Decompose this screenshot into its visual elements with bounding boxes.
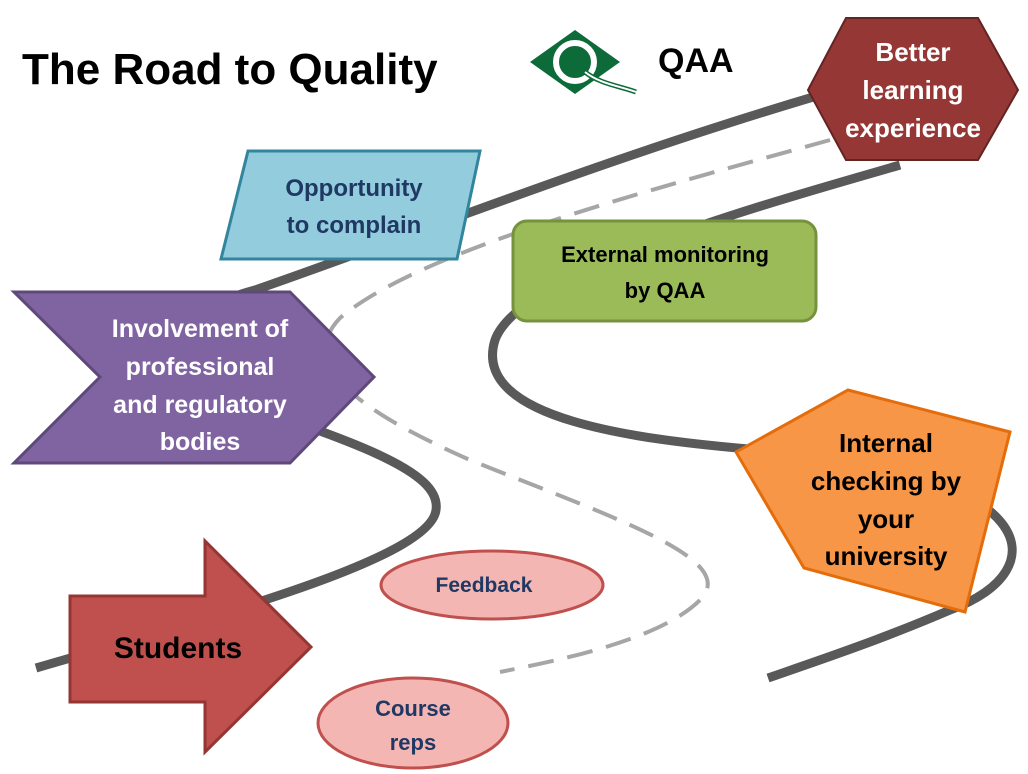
road-center-dashed-line — [323, 138, 831, 674]
better-learning-line-3: experience — [845, 113, 981, 143]
involvement-line-4: bodies — [160, 428, 241, 456]
feedback-label: Feedback — [436, 574, 533, 597]
better-learning-hexagon: Better learning experience — [806, 17, 1020, 161]
internal-checking-pentagon: Internal checking by your university — [733, 388, 1012, 614]
involvement-line-1: Involvement of — [112, 315, 289, 343]
opportunity-parallelogram: Opportunity to complain — [219, 149, 482, 261]
students-arrow: Students — [68, 537, 314, 756]
course-reps-oval: Course reps — [316, 676, 510, 770]
involvement-line-2: professional — [126, 353, 275, 381]
internal-line-3: your — [858, 504, 914, 534]
better-learning-line-1: Better — [875, 37, 950, 67]
internal-line-1: Internal — [839, 428, 933, 458]
external-monitoring-box: External monitoring by QAA — [511, 219, 818, 323]
better-learning-line-2: learning — [862, 75, 963, 105]
involvement-chevron: Involvement of professional and regulato… — [10, 290, 377, 465]
course-reps-line-2: reps — [390, 730, 436, 755]
course-reps-line-1: Course — [375, 696, 451, 721]
students-label: Students — [114, 632, 242, 665]
external-line-2: by QAA — [625, 278, 706, 303]
internal-line-4: university — [825, 541, 948, 571]
external-line-1: External monitoring — [561, 242, 769, 267]
involvement-line-3: and regulatory — [113, 391, 287, 419]
opportunity-line-2: to complain — [287, 212, 422, 239]
page-title: The Road to Quality — [22, 45, 438, 94]
internal-line-2: checking by — [811, 466, 962, 496]
qaa-logo: QAA — [528, 26, 734, 96]
feedback-oval: Feedback — [379, 549, 605, 621]
opportunity-line-1: Opportunity — [285, 175, 423, 202]
logo-text: QAA — [658, 42, 734, 80]
